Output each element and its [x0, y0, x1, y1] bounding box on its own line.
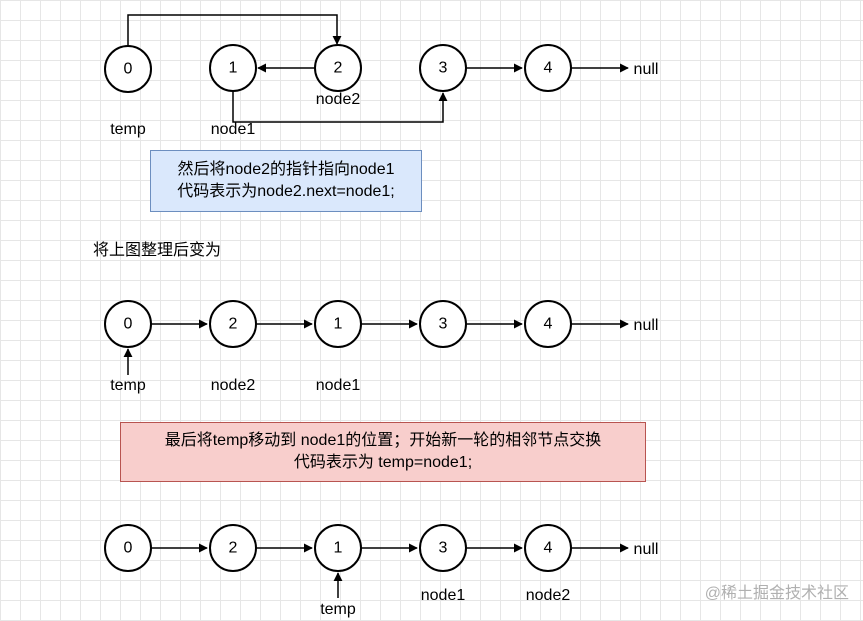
node-circle: [524, 44, 572, 92]
null-label: null: [634, 317, 659, 334]
node-value: 0: [124, 61, 133, 78]
node-circle: [419, 300, 467, 348]
node-circle: [104, 300, 152, 348]
node2-label: node2: [316, 91, 361, 108]
temp-label: temp: [110, 121, 146, 138]
node-value: 3: [439, 60, 448, 77]
node1-label: node1: [316, 377, 361, 394]
node-value: 4: [544, 316, 553, 333]
node-value: 2: [229, 316, 238, 333]
node-circle: [209, 44, 257, 92]
node-value: 0: [124, 540, 133, 557]
node-circle: [314, 44, 362, 92]
note-line: 代码表示为node2.next=node1;: [177, 183, 395, 200]
note-move-temp: 最后将temp移动到 node1的位置；开始新一轮的相邻节点交换 代码表示为 t…: [120, 422, 646, 482]
null-label: null: [634, 61, 659, 78]
node-circle: [419, 524, 467, 572]
node-value: 1: [229, 60, 238, 77]
node-value: 2: [334, 60, 343, 77]
node-circle: [524, 300, 572, 348]
node-value: 1: [334, 316, 343, 333]
node-circle: [419, 44, 467, 92]
note-line: 代码表示为 temp=node1;: [293, 454, 473, 471]
node2-label: node2: [526, 587, 571, 604]
node-value: 1: [334, 540, 343, 557]
node-value: 3: [439, 540, 448, 557]
node-circle: [314, 300, 362, 348]
diagram-2: 0 2 1 3 4 null temp node2 node1: [104, 300, 659, 394]
note-node2-next: 然后将node2的指针指向node1 代码表示为node2.next=node1…: [150, 150, 422, 212]
node-value: 0: [124, 316, 133, 333]
node-circle: [104, 45, 152, 93]
note-line: 然后将node2的指针指向node1: [177, 161, 395, 178]
temp-label: temp: [110, 377, 146, 394]
caption-text: 将上图整理后变为: [93, 242, 222, 259]
node-circle: [209, 524, 257, 572]
diagram-1: 0 1 2 3 4 null temp node1 node2: [104, 14, 659, 138]
note-line: 最后将temp移动到 node1的位置；开始新一轮的相邻节点交换: [164, 432, 602, 449]
node2-label: node2: [211, 377, 256, 394]
node-value: 4: [544, 540, 553, 557]
diagram-3: 0 2 1 3 4 null temp node1 node2: [104, 524, 659, 618]
node-circle: [209, 300, 257, 348]
null-label: null: [634, 541, 659, 558]
temp-label: temp: [320, 601, 356, 618]
node1-label: node1: [421, 587, 466, 604]
node-circle: [524, 524, 572, 572]
edge-1-to-3: [232, 91, 448, 123]
watermark: @稀土掘金技术社区: [704, 585, 849, 602]
node1-label: node1: [211, 121, 256, 138]
node-circle: [104, 524, 152, 572]
node-circle: [314, 524, 362, 572]
node-value: 2: [229, 540, 238, 557]
edge-0-to-2: [127, 14, 342, 46]
node-value: 3: [439, 316, 448, 333]
node-value: 4: [544, 60, 553, 77]
